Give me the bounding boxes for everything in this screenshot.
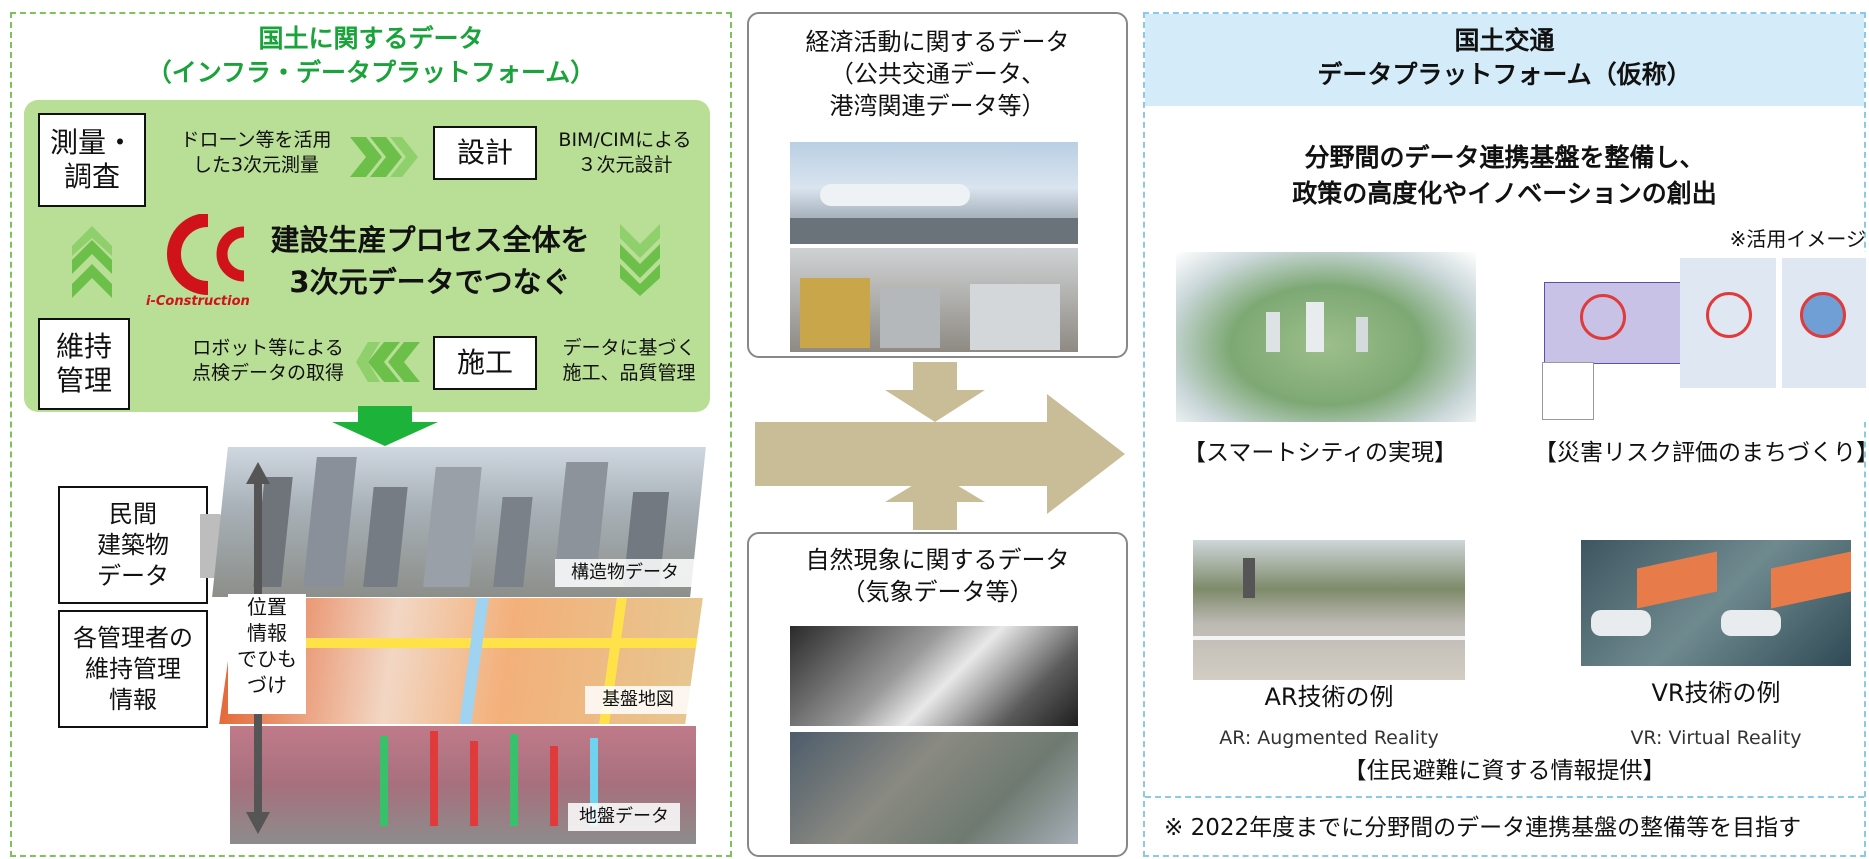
position-link-label: 位置 情報 でひも づけ bbox=[228, 594, 306, 714]
vr-caption: VR技術の例 bbox=[1651, 679, 1781, 707]
footnote: ※ 2022年度までに分野間のデータ連携基盤の整備等を目指す bbox=[1164, 815, 1802, 841]
airport-photo bbox=[790, 142, 1078, 244]
ar-caption: AR技術の例 bbox=[1264, 683, 1394, 711]
smart-city-image bbox=[1176, 252, 1476, 422]
tan-right-arrow-icon bbox=[755, 394, 1125, 514]
economic-data-title: 経済活動に関するデータ （公共交通データ、 港湾関連データ等） bbox=[805, 28, 1070, 120]
stage-design: 設計 bbox=[433, 126, 537, 180]
platform-title-line1: 国土交通 bbox=[1454, 26, 1555, 55]
chevron-right-icon bbox=[350, 137, 418, 177]
stage-survey: 測量・ 調査 bbox=[38, 113, 146, 207]
smart-city-caption: 【スマートシティの実現】 bbox=[1183, 440, 1457, 466]
chevron-down-icon bbox=[620, 224, 660, 296]
private-building-data-box: 民間 建築物 データ bbox=[58, 486, 208, 604]
tan-up-arrow-icon bbox=[885, 472, 985, 530]
disaster-risk-map bbox=[1540, 252, 1869, 422]
ar-full-name: AR: Augmented Reality bbox=[1219, 727, 1439, 749]
traffic-photo bbox=[790, 248, 1078, 352]
usage-note: ※活用イメージ bbox=[1729, 227, 1866, 251]
subtitle-line1: 分野間のデータ連携基盤を整備し、 bbox=[1304, 143, 1705, 172]
subtitle-line2: 政策の高度化やイノベーションの創出 bbox=[1292, 179, 1717, 208]
vr-example-image bbox=[1581, 540, 1851, 666]
left-title-line1: 国土に関するデータ bbox=[258, 24, 484, 53]
nature-data-title: 自然現象に関するデータ （気象データ等） bbox=[805, 546, 1070, 606]
stage-maintenance: 維持 管理 bbox=[38, 318, 130, 410]
chevron-left-icon bbox=[356, 342, 420, 382]
satellite-photo bbox=[790, 626, 1078, 726]
logo-text: i-Construction bbox=[146, 294, 250, 309]
base-map-label: 基盤地図 bbox=[585, 686, 691, 714]
ground-data-label: 地盤データ bbox=[568, 803, 680, 831]
center-line2: 3次元データでつなぐ bbox=[289, 265, 571, 299]
vr-full-name: VR: Virtual Reality bbox=[1630, 727, 1802, 749]
structure-data-label: 構造物データ bbox=[555, 559, 695, 587]
desc-robot-inspection: ロボット等による 点検データの取得 bbox=[191, 337, 344, 384]
divider bbox=[1145, 796, 1864, 798]
desc-bim-design: BIM/CIMによる ３次元設計 bbox=[558, 129, 692, 176]
chevron-up-icon bbox=[72, 226, 112, 298]
desc-drone-survey: ドローン等を活用 した3次元測量 bbox=[180, 129, 332, 176]
maintenance-info-box: 各管理者の 維持管理 情報 bbox=[58, 610, 208, 728]
ar-example-image bbox=[1193, 540, 1465, 680]
center-line1: 建設生産プロセス全体を bbox=[270, 223, 590, 257]
mlit-platform-panel bbox=[1143, 12, 1866, 857]
left-title-line2: （インフラ・データプラットフォーム） bbox=[146, 58, 596, 87]
platform-title-line2: データプラットフォーム（仮称） bbox=[1317, 60, 1692, 89]
desc-quality-control: データに基づく 施工、品質管理 bbox=[562, 337, 696, 384]
tan-down-arrow-icon bbox=[885, 362, 985, 422]
stage-construction: 施工 bbox=[433, 336, 537, 390]
disaster-photo bbox=[790, 732, 1078, 844]
infra-data-panel bbox=[10, 12, 732, 857]
evacuation-caption: 【住民避難に資する情報提供】 bbox=[1343, 758, 1666, 784]
platform-header bbox=[1145, 14, 1864, 106]
disaster-caption: 【災害リスク評価のまちづくり】 bbox=[1534, 440, 1869, 466]
down-arrow-icon bbox=[332, 406, 438, 446]
i-construction-logo bbox=[167, 214, 245, 295]
